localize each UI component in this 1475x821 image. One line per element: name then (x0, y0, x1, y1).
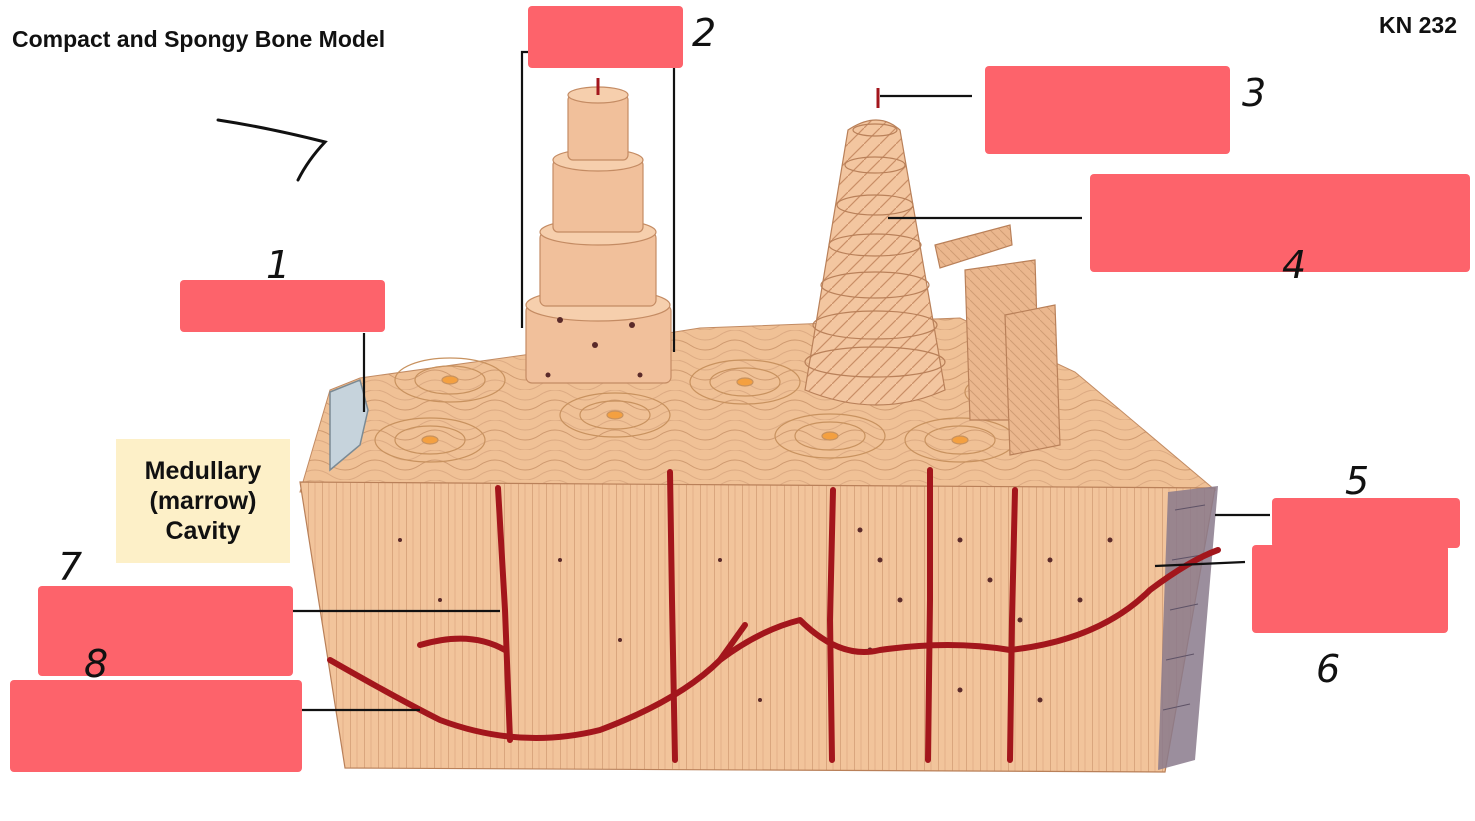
medullary-notch (329, 378, 369, 472)
label-number-5: 5 (1345, 459, 1370, 503)
label-number-7: 7 (58, 545, 83, 589)
leader-6 (1154, 560, 1246, 568)
label-number-3: 3 (1242, 71, 1267, 115)
label-number-6: 6 (1316, 647, 1341, 691)
diagram-title: Compact and Spongy Bone Model (12, 26, 386, 52)
answer-box-7[interactable] (38, 586, 293, 676)
label-number-8: 8 (84, 642, 109, 686)
cavity-line-2: (marrow) (149, 487, 257, 515)
cavity-line-3: Cavity (165, 517, 241, 545)
answer-box-4[interactable] (1090, 174, 1470, 272)
label-number-2: 2 (692, 11, 717, 55)
periosteum-side (1158, 486, 1218, 770)
label-number-4: 4 (1282, 243, 1307, 287)
lamellae-cone (804, 88, 946, 406)
course-code: KN 232 (1379, 12, 1457, 38)
answer-box-3[interactable] (985, 66, 1230, 154)
answer-box-1[interactable] (180, 280, 385, 332)
stray-seven-mark (216, 118, 328, 182)
label-number-1: 1 (266, 243, 291, 287)
answer-box-2[interactable] (528, 6, 683, 68)
osteon-cylinder (525, 78, 672, 384)
cavity-line-1: Medullary (144, 457, 262, 485)
leader-2-left (520, 50, 540, 328)
answer-box-8[interactable] (10, 680, 302, 772)
spongy-bone-plates (934, 224, 1061, 456)
medullary-cavity-label: Medullary (marrow) Cavity (116, 439, 290, 563)
blood-vessels (327, 467, 1221, 763)
compact-bone-front-face (299, 481, 1216, 773)
compact-bone-top-surface (299, 317, 1217, 493)
answer-box-5[interactable] (1272, 498, 1460, 548)
answer-box-6[interactable] (1252, 545, 1448, 633)
